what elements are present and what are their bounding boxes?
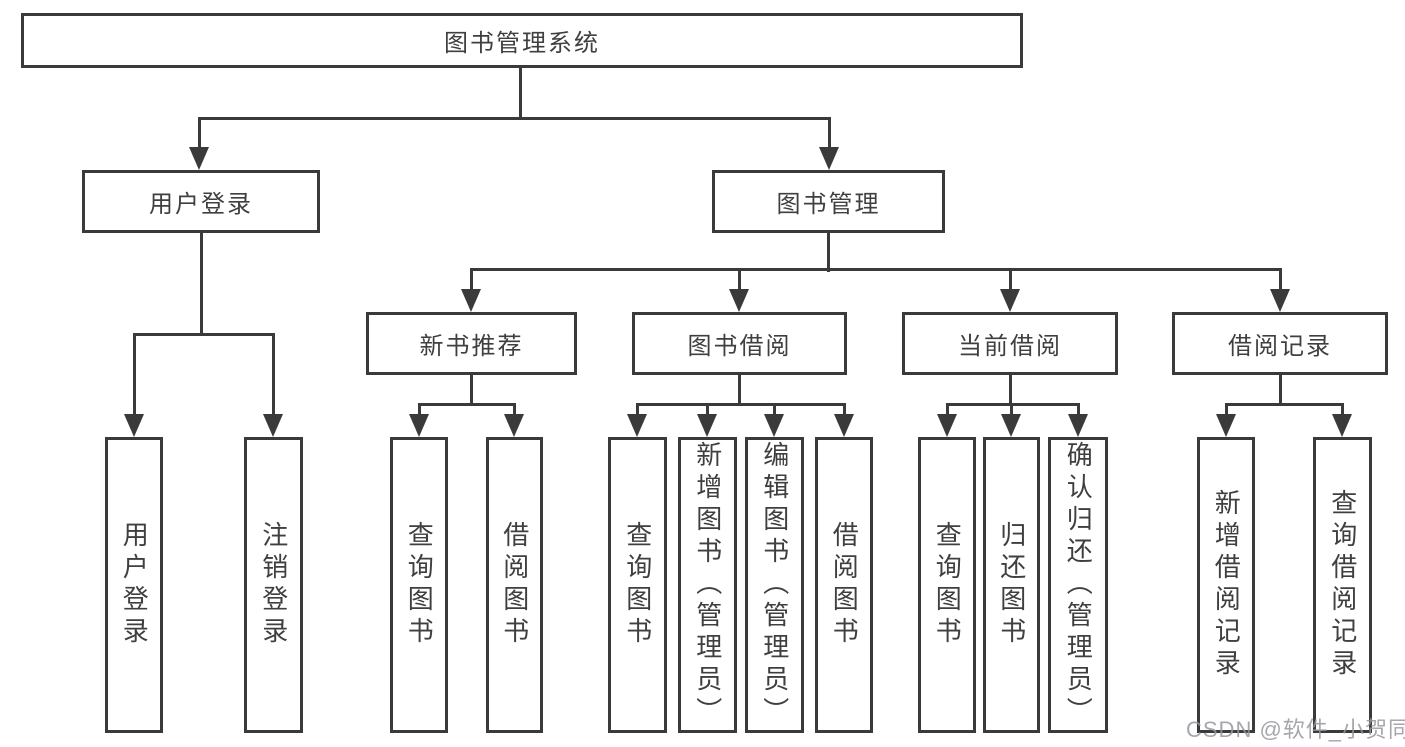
connector-line <box>843 403 846 417</box>
connector-line <box>1279 268 1282 293</box>
connector-line <box>519 68 522 120</box>
connector-line <box>1225 403 1344 406</box>
arrow-down-icon <box>1270 289 1290 312</box>
leaf-logout-label: 注销登录 <box>258 521 289 649</box>
arrow-down-icon <box>697 414 717 437</box>
arrow-down-icon <box>937 414 957 437</box>
leaf-user-login-label: 用户登录 <box>119 521 150 649</box>
leaf-newbooks-query: 查询图书 <box>390 437 448 733</box>
leaf-bookborrow-edit: 编辑图书（管理员） <box>745 437 804 733</box>
leaf-bookborrow-query-label: 查询图书 <box>622 521 653 649</box>
connector-line <box>827 232 830 272</box>
leaf-user-login: 用户登录 <box>105 437 163 733</box>
node-current-borrow: 当前借阅 <box>902 312 1118 375</box>
arrow-down-icon <box>1000 289 1020 312</box>
arrow-down-icon <box>729 289 749 312</box>
connector-line <box>828 117 831 151</box>
arrow-down-icon <box>627 414 647 437</box>
node-root-system: 图书管理系统 <box>21 13 1023 68</box>
arrow-down-icon <box>819 147 839 170</box>
connector-line <box>1010 403 1013 417</box>
arrow-down-icon <box>764 414 784 437</box>
arrow-down-icon <box>461 289 481 312</box>
arrow-down-icon <box>409 414 429 437</box>
leaf-bookborrow-query: 查询图书 <box>608 437 667 733</box>
leaf-logout: 注销登录 <box>244 437 303 733</box>
connector-line <box>198 117 831 120</box>
connector-line <box>1009 268 1012 293</box>
leaf-records-query-label: 查询借阅记录 <box>1327 489 1358 681</box>
leaf-currentborrow-confirm: 确认归还（管理员） <box>1048 437 1108 733</box>
leaf-records-add-label: 新增借阅记录 <box>1211 489 1242 681</box>
arrow-down-icon <box>1332 414 1352 437</box>
arrow-down-icon <box>1216 414 1236 437</box>
arrow-down-icon <box>1068 414 1088 437</box>
leaf-currentborrow-return: 归还图书 <box>983 437 1040 733</box>
arrow-down-icon <box>1001 414 1021 437</box>
connector-line <box>706 403 709 417</box>
leaf-bookborrow-add: 新增图书（管理员） <box>678 437 737 733</box>
connector-line <box>636 403 846 406</box>
connector-line <box>738 268 741 293</box>
connector-line <box>946 403 1080 406</box>
node-book-management: 图书管理 <box>712 170 945 233</box>
leaf-bookborrow-borrow-label: 借阅图书 <box>829 521 860 649</box>
connector-line <box>773 403 776 417</box>
connector-line <box>133 333 275 336</box>
node-user-login: 用户登录 <box>82 170 320 233</box>
connector-line <box>198 117 201 151</box>
arrow-down-icon <box>189 147 209 170</box>
connector-line <box>1279 375 1282 406</box>
connector-line <box>1225 403 1228 417</box>
arrow-down-icon <box>124 414 144 437</box>
leaf-currentborrow-return-label: 归还图书 <box>996 521 1027 649</box>
arrow-down-icon <box>834 414 854 437</box>
leaf-bookborrow-borrow: 借阅图书 <box>815 437 873 733</box>
connector-line <box>470 268 1282 271</box>
leaf-currentborrow-query-label: 查询图书 <box>932 521 963 649</box>
connector-line <box>272 333 275 417</box>
arrow-down-icon <box>504 414 524 437</box>
connector-line <box>738 375 741 406</box>
leaf-records-query: 查询借阅记录 <box>1313 437 1372 733</box>
connector-line <box>133 333 136 417</box>
connector-line <box>636 403 639 417</box>
csdn-watermark: CSDN @软件_小贺同学 <box>1186 717 1405 742</box>
connector-line <box>200 232 203 335</box>
connector-line <box>1009 375 1012 406</box>
node-borrow-records: 借阅记录 <box>1172 312 1388 375</box>
leaf-currentborrow-confirm-label: 确认归还（管理员） <box>1063 441 1094 729</box>
leaf-newbooks-borrow: 借阅图书 <box>486 437 543 733</box>
connector-line <box>1341 403 1344 417</box>
leaf-bookborrow-edit-label: 编辑图书（管理员） <box>759 441 790 729</box>
arrow-down-icon <box>263 414 283 437</box>
connector-line <box>946 403 949 417</box>
leaf-currentborrow-query: 查询图书 <box>918 437 976 733</box>
connector-line <box>418 403 516 406</box>
connector-line <box>470 268 473 293</box>
connector-line <box>1077 403 1080 417</box>
node-book-borrow: 图书借阅 <box>632 312 847 375</box>
node-new-book-recommend: 新书推荐 <box>366 312 577 375</box>
leaf-newbooks-query-label: 查询图书 <box>404 521 435 649</box>
leaf-records-add: 新增借阅记录 <box>1197 437 1255 733</box>
connector-line <box>418 403 421 417</box>
leaf-newbooks-borrow-label: 借阅图书 <box>499 521 530 649</box>
leaf-bookborrow-add-label: 新增图书（管理员） <box>692 441 723 729</box>
connector-line <box>513 403 516 417</box>
connector-line <box>470 375 473 406</box>
